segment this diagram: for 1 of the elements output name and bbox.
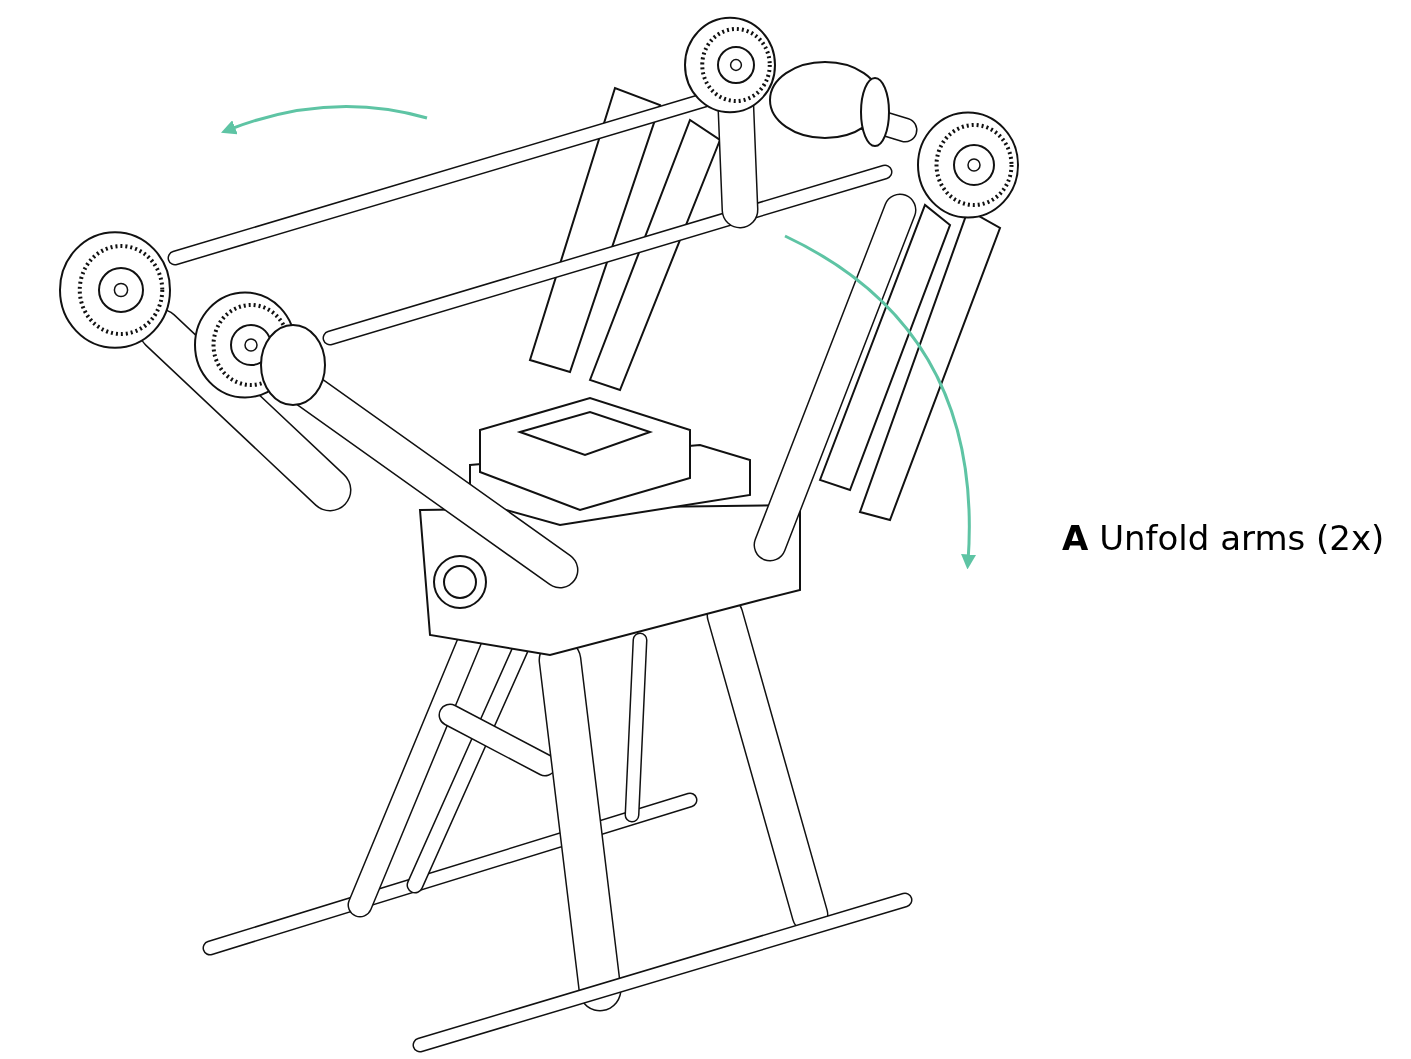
instruction-text: A Unfold arms (2x) [1062, 517, 1385, 560]
